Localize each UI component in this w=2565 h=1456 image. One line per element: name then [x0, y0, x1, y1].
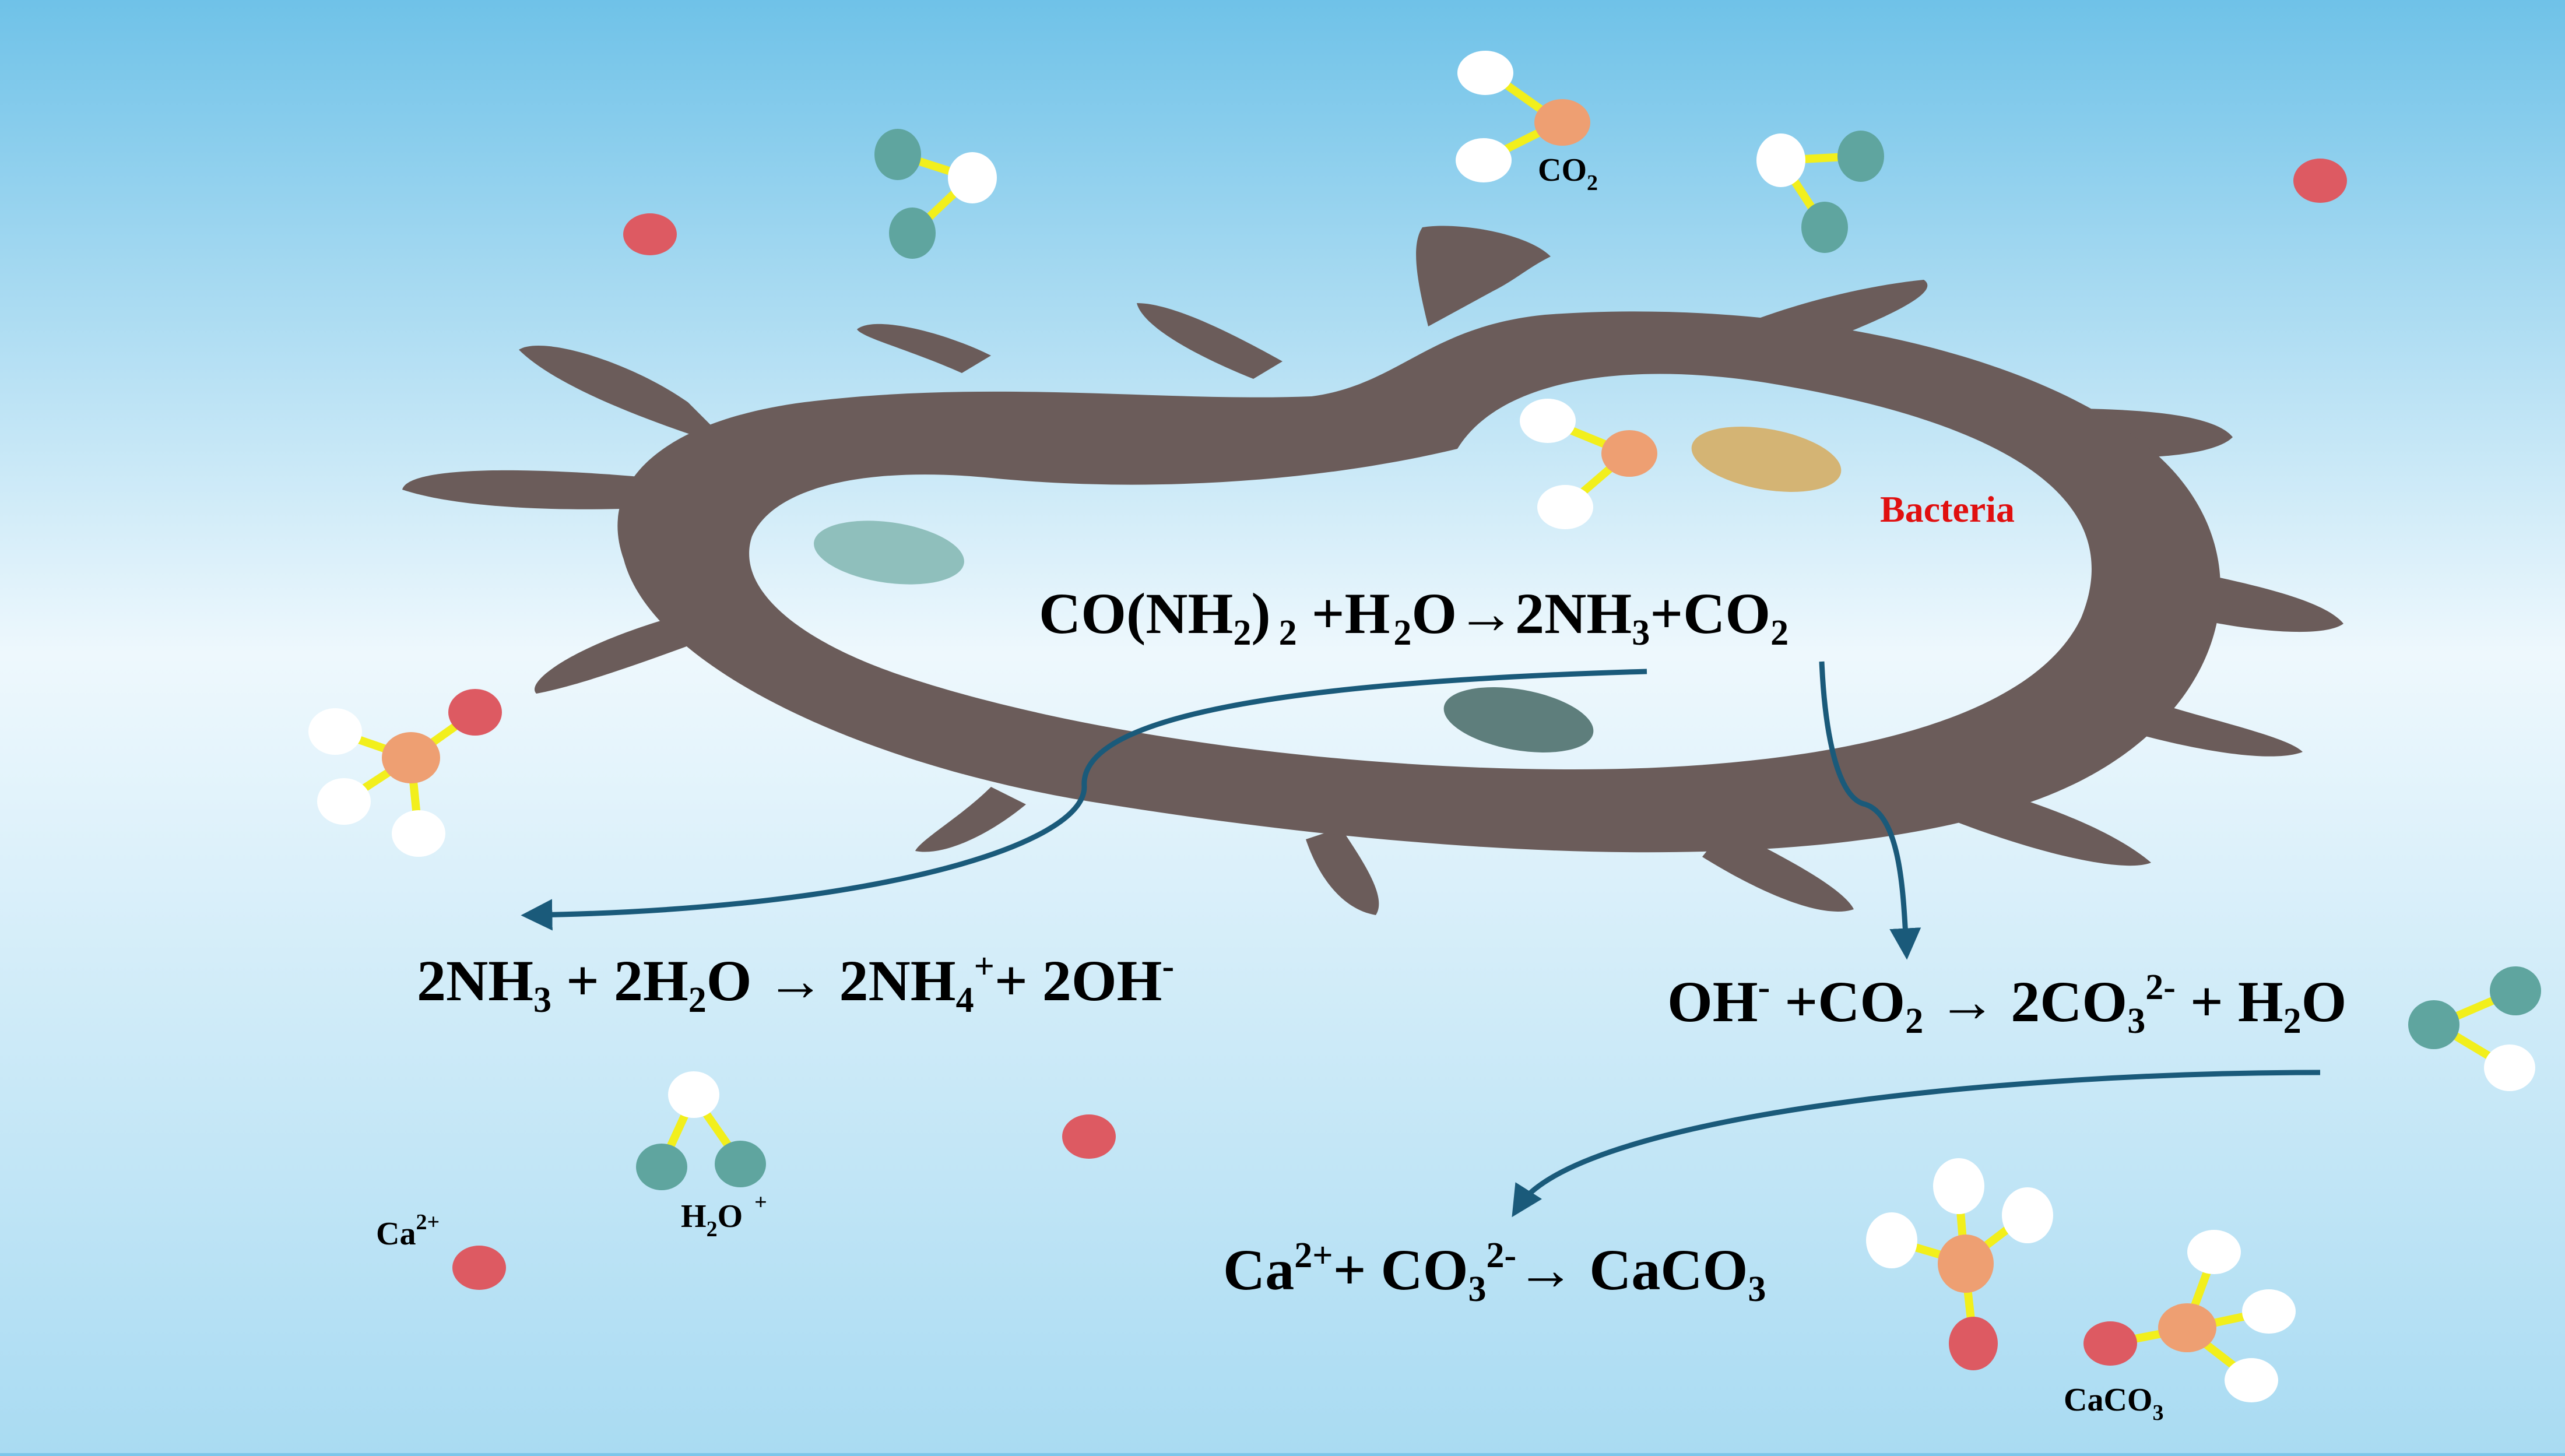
- h2o-molecule-top-left: [874, 129, 997, 259]
- calcium-label: Ca2+: [376, 1210, 440, 1252]
- equation-urea-hydrolysis: CO(NH2)2 +H2O→2NH3+CO2: [1039, 581, 1789, 653]
- arrow-to-ammonia-equation: [521, 669, 1647, 931]
- organelle-dark: [1443, 687, 1594, 752]
- equation-carbonate-formation: OH- +CO2 → 2CO32- + H2O: [1667, 968, 2346, 1041]
- calcium-ion: [452, 1246, 506, 1290]
- carbonate-molecule-left: [308, 689, 502, 857]
- arrow-to-carbonate-equation: [1819, 661, 1921, 960]
- co2-label: CO2: [1538, 152, 1598, 195]
- co2-molecule-top: [1456, 51, 1590, 182]
- h2o-molecule-bottom-left: [636, 1071, 766, 1190]
- cell-membrane: [617, 311, 2221, 853]
- h2o-molecule-top-right: [1756, 131, 1884, 253]
- equation-calcite-precipitation: Ca2++ CO32-→ CaCO3: [1223, 1236, 1766, 1309]
- calcium-ion: [2293, 159, 2347, 203]
- cell-projection: [519, 346, 735, 449]
- cell-projection: [534, 618, 717, 694]
- calcium-ion: [1062, 1114, 1116, 1159]
- cell-projection: [1137, 303, 1282, 379]
- bacterial-cell: [402, 226, 2343, 915]
- caco3-label: CaCO3: [2064, 1382, 2163, 1425]
- organelle-gold: [1691, 427, 1842, 492]
- arrow-to-calcite-equation: [1512, 1070, 2321, 1218]
- organelle-light: [814, 520, 964, 585]
- h2o-label: H2O+: [681, 1190, 767, 1242]
- cell-projection: [1306, 828, 1379, 915]
- cell-projection: [915, 787, 1026, 852]
- h2o-molecule-right: [2408, 966, 2541, 1091]
- calcium-ion: [623, 213, 677, 255]
- cell-projection: [1416, 226, 1551, 326]
- calcium-carbonate-molecule-upright: [1866, 1158, 2053, 1370]
- cell-projection: [857, 323, 991, 373]
- bacteria-label: Bacteria: [1880, 488, 2015, 530]
- cell-projection: [402, 470, 670, 509]
- equation-ammonia-hydrolysis: 2NH3 + 2H2O → 2NH4++ 2OH-: [417, 947, 1174, 1020]
- co2-molecule-in-cell: [1520, 399, 1657, 529]
- calcium-carbonate-molecule-bottom: [2083, 1230, 2296, 1402]
